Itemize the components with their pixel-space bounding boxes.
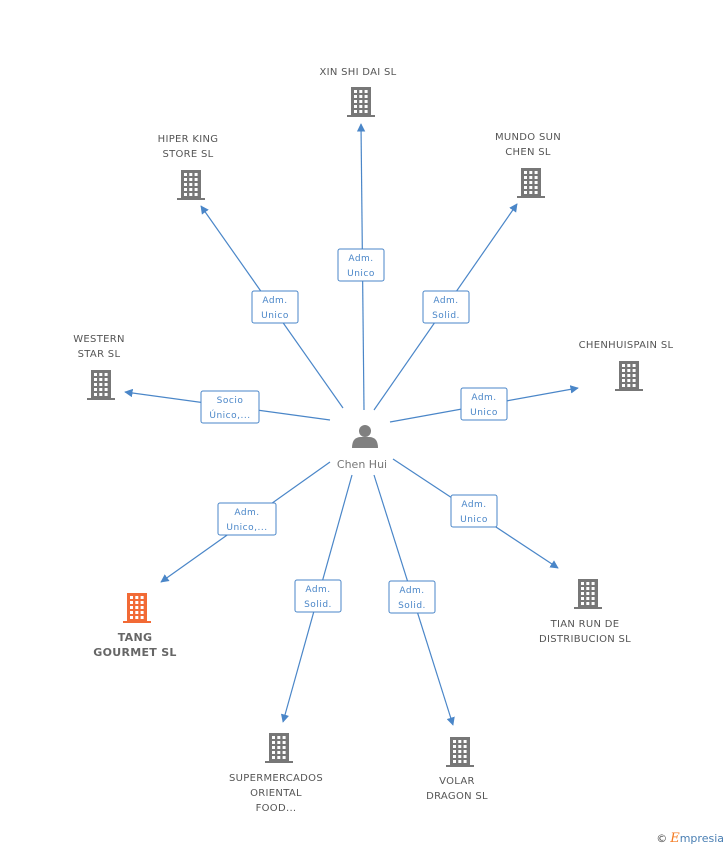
- building-icon: [123, 593, 151, 623]
- relation-label-tang-gourmet[interactable]: Adm. Unico,...: [217, 502, 277, 536]
- relation-label-line: Solid.: [432, 311, 460, 321]
- company-node-tang-gourmet[interactable]: TANG GOURMET SL: [93, 593, 177, 659]
- brand-logo-e: E: [670, 831, 680, 846]
- company-name-line: WESTERN: [73, 334, 125, 345]
- building-icon: [574, 579, 602, 609]
- company-node-supermercados[interactable]: SUPERMERCADOS ORIENTAL FOOD...: [229, 733, 323, 814]
- building-icon: [615, 361, 643, 391]
- company-name-line: VOLAR: [439, 776, 475, 787]
- relation-label-line: Adm.: [471, 393, 496, 403]
- relation-label-line: Unico: [261, 311, 289, 321]
- company-name-line: XIN SHI DAI SL: [319, 67, 396, 78]
- relation-label-line: Adm.: [234, 508, 259, 518]
- relation-label-line: Unico: [347, 269, 375, 279]
- building-icon: [265, 733, 293, 763]
- company-name-line: STAR SL: [78, 349, 121, 360]
- relation-label-western-star[interactable]: SocioÚnico,...: [200, 390, 260, 424]
- company-node-xin-shi-dai[interactable]: XIN SHI DAI SL: [319, 67, 396, 117]
- company-name-line: GOURMET SL: [93, 646, 177, 659]
- person-icon: [352, 425, 378, 448]
- brand-footer: ©Empresia: [656, 831, 724, 846]
- brand-logo-text: mpresia: [679, 832, 724, 845]
- relation-label-hiper-king[interactable]: Adm. Unico: [251, 290, 299, 324]
- company-name-line: TIAN RUN DE: [550, 619, 620, 630]
- company-name-line: DISTRIBUCION SL: [539, 634, 631, 645]
- building-icon: [517, 168, 545, 198]
- relation-label-xin-shi-dai[interactable]: Adm. Unico: [337, 248, 385, 282]
- company-node-western-star[interactable]: WESTERN STAR SL: [73, 334, 125, 400]
- copyright-symbol: ©: [656, 832, 668, 845]
- relation-label-line: Único,...: [209, 409, 250, 421]
- company-node-hiper-king[interactable]: HIPER KING STORE SL: [158, 134, 219, 200]
- company-name-line: SUPERMERCADOS: [229, 773, 323, 784]
- company-name-line: ORIENTAL: [250, 788, 302, 799]
- relation-label-line: Adm.: [461, 500, 486, 510]
- company-name-line: FOOD...: [256, 803, 297, 814]
- company-node-volar-dragon[interactable]: VOLAR DRAGON SL: [426, 737, 488, 802]
- company-name-line: CHENHUISPAIN SL: [579, 340, 674, 351]
- relation-label-line: Adm.: [305, 585, 330, 595]
- building-icon: [446, 737, 474, 767]
- relation-label-line: Adm.: [262, 296, 287, 306]
- relation-label-line: Solid.: [304, 600, 332, 610]
- relation-label-line: Solid.: [398, 601, 426, 611]
- relation-label-line: Adm.: [348, 254, 373, 264]
- company-name-line: STORE SL: [162, 149, 213, 160]
- relation-label-line: Unico: [460, 515, 488, 525]
- center-person-label: Chen Hui: [337, 458, 387, 471]
- relation-label-mundo-sun[interactable]: Adm. Solid.: [422, 290, 470, 324]
- center-person-node[interactable]: Chen Hui: [337, 425, 387, 471]
- company-node-tian-run[interactable]: TIAN RUN DE DISTRIBUCION SL: [539, 579, 631, 645]
- relation-label-line: Unico: [470, 408, 498, 418]
- relation-label-chenhuispain[interactable]: Adm. Unico: [460, 387, 508, 421]
- company-name-line: TANG: [118, 631, 153, 644]
- relation-label-volar-dragon[interactable]: Adm. Solid.: [388, 580, 436, 614]
- company-name-line: CHEN SL: [505, 147, 551, 158]
- building-icon: [347, 87, 375, 117]
- company-node-chenhuispain[interactable]: CHENHUISPAIN SL: [579, 340, 674, 391]
- building-icon: [87, 370, 115, 400]
- relation-label-supermercados[interactable]: Adm. Solid.: [294, 579, 342, 613]
- relation-label-line: Adm.: [399, 586, 424, 596]
- relation-label-line: Socio: [217, 396, 244, 406]
- relation-label-line: Unico,...: [226, 523, 267, 533]
- company-name-line: HIPER KING: [158, 134, 219, 145]
- company-name-line: DRAGON SL: [426, 791, 488, 802]
- company-node-mundo-sun[interactable]: MUNDO SUN CHEN SL: [495, 132, 561, 198]
- relation-label-line: Adm.: [433, 296, 458, 306]
- building-icon: [177, 170, 205, 200]
- company-name-line: MUNDO SUN: [495, 132, 561, 143]
- relation-label-tian-run[interactable]: Adm. Unico: [450, 494, 498, 528]
